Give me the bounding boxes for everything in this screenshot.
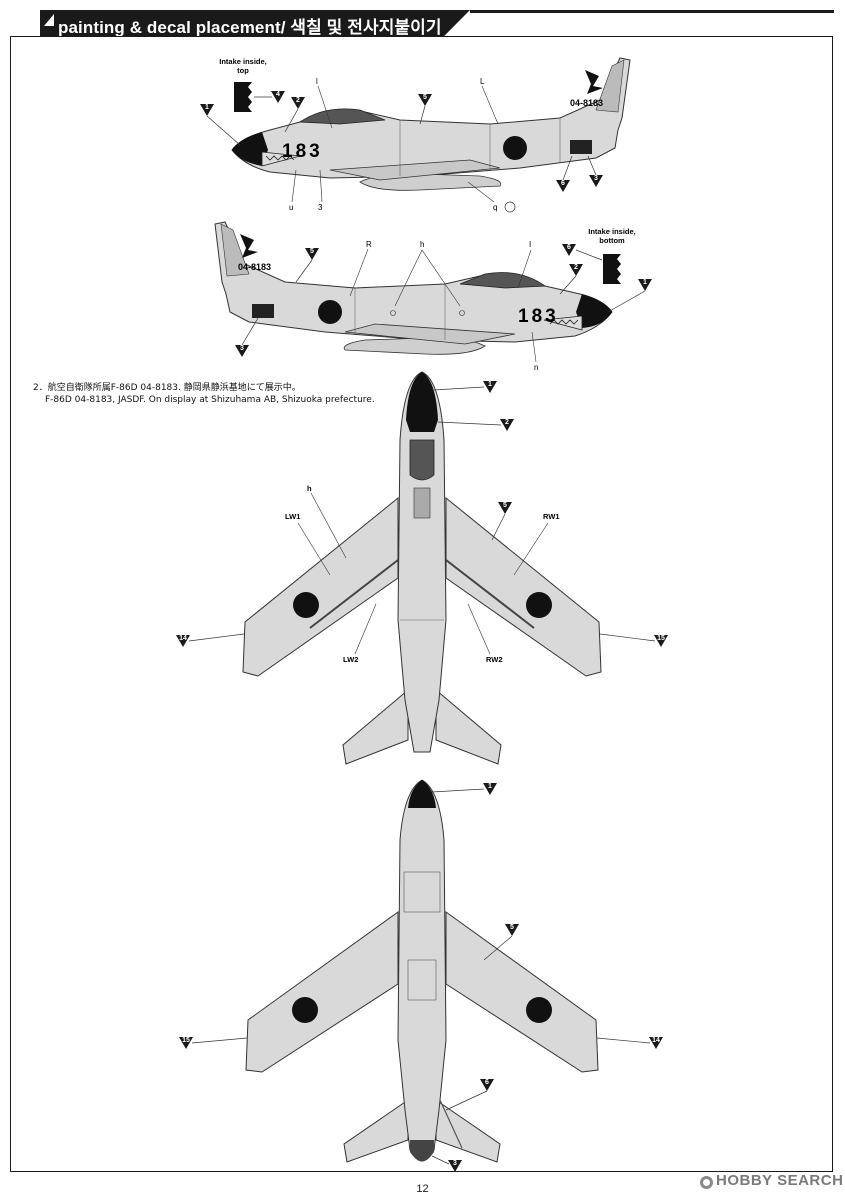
svg-text:u: u <box>289 203 293 212</box>
svg-text:h: h <box>307 484 312 493</box>
svg-text:LW1: LW1 <box>285 512 300 521</box>
caption-line-2: F-86D 04-8183, JASDF. On display at Shiz… <box>45 395 375 405</box>
svg-text:R: R <box>366 240 372 249</box>
svg-text:5: 5 <box>503 502 507 509</box>
svg-text:Intake inside,: Intake inside, <box>588 227 636 236</box>
svg-text:6: 6 <box>485 1079 489 1086</box>
svg-text:3: 3 <box>594 175 598 182</box>
svg-text:2: 2 <box>505 419 509 426</box>
header-arrow-icon <box>44 14 54 26</box>
tail-serial-2: 04-8183 <box>238 262 271 272</box>
svg-text:15: 15 <box>657 635 665 642</box>
labels-side-bottom: R h I n <box>349 240 538 372</box>
callouts-bottom-view: 1 5 15 14 6 3 <box>179 783 663 1172</box>
svg-text:5: 5 <box>310 248 314 255</box>
svg-text:4: 4 <box>276 91 280 98</box>
svg-text:q: q <box>493 203 497 212</box>
svg-text:2: 2 <box>296 97 300 104</box>
svg-text:RW2: RW2 <box>486 655 503 664</box>
svg-text:1: 1 <box>488 381 492 388</box>
svg-text:6: 6 <box>561 180 565 187</box>
intake-note-bottom: Intake inside, bottom <box>575 227 636 284</box>
svg-text:14: 14 <box>652 1037 660 1044</box>
intake-note-top: Intake inside, top <box>219 57 272 112</box>
svg-text:6: 6 <box>567 244 571 251</box>
svg-text:14: 14 <box>179 635 187 642</box>
svg-text:3: 3 <box>453 1160 457 1167</box>
callouts-side-bottom: 5 6 2 1 3 <box>235 244 652 357</box>
aircraft-caption: 2．航空自衛隊所属F-86D 04-8183. 静岡県静浜基地にて展示中。 F-… <box>33 382 375 406</box>
labels-side-top: l L u 3 q <box>289 77 516 213</box>
bottom-view <box>245 779 599 1163</box>
svg-text:1: 1 <box>643 279 647 286</box>
header-rule <box>470 10 834 13</box>
watermark-logo-icon <box>700 1176 713 1189</box>
svg-text:1: 1 <box>205 104 209 111</box>
nose-number-2: 183 <box>518 306 559 327</box>
svg-text:1: 1 <box>488 783 492 790</box>
watermark: HOBBY SEARCH <box>700 1172 843 1189</box>
svg-text:n: n <box>534 363 538 372</box>
svg-text:5: 5 <box>510 924 514 931</box>
labels-top-view: h LW1 RW1 LW2 RW2 <box>285 484 560 664</box>
page-number: 12 <box>416 1183 429 1195</box>
nose-number: 183 <box>282 141 323 162</box>
svg-text:5: 5 <box>423 94 427 101</box>
svg-text:bottom: bottom <box>599 236 625 245</box>
svg-text:2: 2 <box>574 264 578 271</box>
svg-text:3: 3 <box>240 345 244 352</box>
page-frame <box>10 36 833 1172</box>
svg-text:15: 15 <box>182 1037 190 1044</box>
caption-line-1: 2．航空自衛隊所属F-86D 04-8183. 静岡県静浜基地にて展示中。 <box>33 383 301 393</box>
svg-text:3: 3 <box>318 203 323 212</box>
svg-text:h: h <box>420 240 424 249</box>
side-view-left: 04-8183 183 <box>231 57 631 191</box>
header-bar <box>40 10 470 36</box>
callouts-top-view: 1 2 5 14 15 <box>176 381 668 647</box>
svg-text:Intake inside,: Intake inside, <box>219 57 267 66</box>
svg-text:top: top <box>237 66 249 75</box>
svg-text:RW1: RW1 <box>543 512 560 521</box>
side-view-right: 04-8183 183 <box>214 221 613 355</box>
top-view <box>242 371 602 765</box>
svg-text:I: I <box>529 240 531 249</box>
page-title: painting & decal placement/ 색칠 및 전사지붙이기 <box>58 18 442 37</box>
svg-text:L: L <box>480 77 485 86</box>
svg-text:LW2: LW2 <box>343 655 358 664</box>
callouts-side-top: 1 2 4 5 6 3 <box>200 91 603 192</box>
svg-text:l: l <box>316 77 318 86</box>
tail-serial: 04-8183 <box>570 98 603 108</box>
